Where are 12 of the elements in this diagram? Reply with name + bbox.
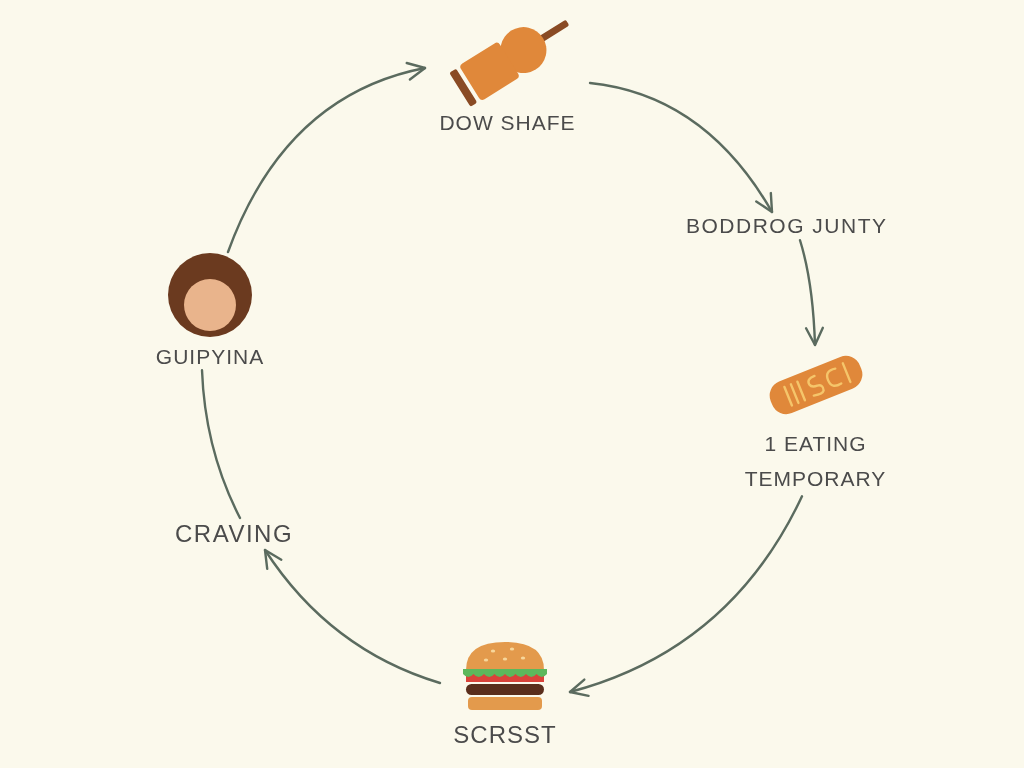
node-label: SCRSST	[453, 720, 557, 750]
arrow	[798, 239, 824, 347]
node-label: CRAVING	[172, 518, 297, 550]
node-label: DOW SHAFE	[439, 110, 576, 136]
arrow	[588, 81, 774, 214]
arrow	[568, 495, 804, 697]
connector-line	[200, 369, 242, 520]
node-label: 1 EATING TEMPORARY	[743, 431, 888, 492]
arrow	[263, 548, 442, 685]
node-label: GUIPYINA	[155, 344, 265, 370]
arrow	[226, 62, 427, 254]
node-label: BODDROG JUNTY	[683, 212, 891, 241]
